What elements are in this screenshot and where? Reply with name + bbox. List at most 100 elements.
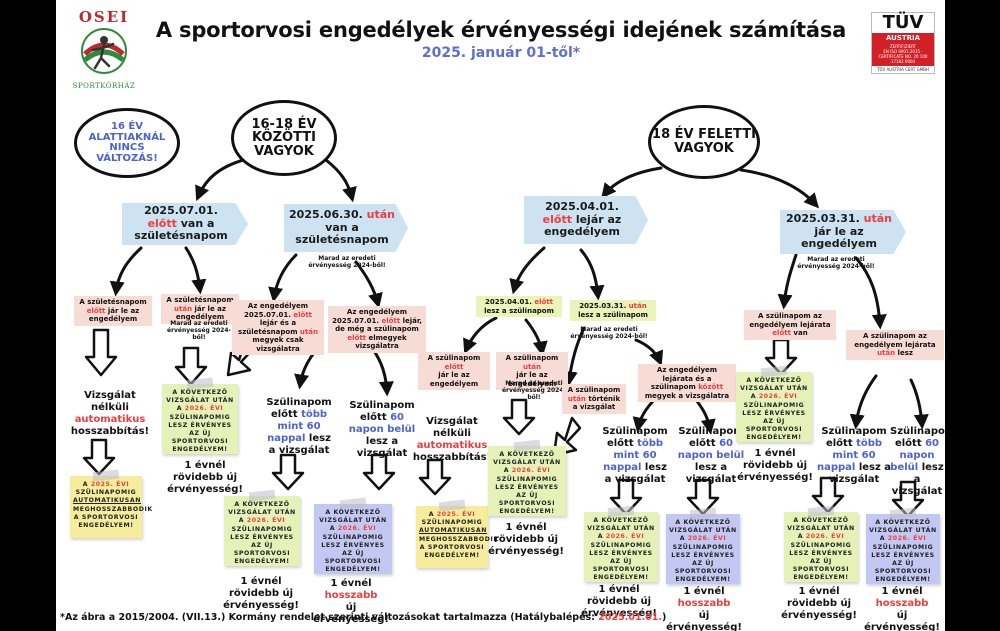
sticky-text: A bbox=[82, 481, 89, 488]
sticky-keyword: AUTOMATIKUSAN bbox=[73, 497, 142, 505]
arrow-b2-t4 bbox=[354, 260, 383, 309]
tape-icon bbox=[339, 497, 367, 510]
outcome-text: Szülinapom előtt bbox=[602, 426, 668, 449]
outcome-keyword: több mint 60 nappal bbox=[267, 409, 328, 444]
tag-text: jár le az engedélyem bbox=[88, 306, 140, 324]
sticky-year: 2025. ÉVI bbox=[90, 481, 130, 488]
arrow-b3-g2 bbox=[579, 248, 605, 301]
outcome-within-60-1: Szülinapom előtt 60 napon belül lesz a v… bbox=[346, 400, 418, 460]
arrow-g2-t7 bbox=[562, 326, 586, 387]
outcome-keyword: több mint 60 nappal bbox=[816, 438, 883, 473]
sticky-next-exam-4: A KÖVETKEZŐ VIZSGÁLAT UTÁN A 2026. ÉVI S… bbox=[488, 439, 566, 516]
outcome-shorter-2: 1 évnél rövidebb új érvényesség! bbox=[223, 576, 299, 611]
outcome-shorter-5: 1 évnél rövidebb új érvényesség! bbox=[737, 448, 813, 483]
sticky-next-exam-6: A KÖVETKEZŐ VIZSGÁLAT UTÁN A 2026. ÉVI S… bbox=[666, 507, 740, 584]
sticky-year: 2026. ÉVI bbox=[605, 533, 645, 541]
tag-keyword: előtt bbox=[772, 329, 791, 337]
outcome-within-60-2: Szülinapom előtt 60 napon belül lesz a v… bbox=[676, 426, 746, 486]
branch-keyword: előtt bbox=[147, 216, 177, 230]
branch-date: 2025.06.30. bbox=[289, 208, 363, 222]
outcome-more-60-2: Szülinapom előtt több mint 60 nappal les… bbox=[598, 426, 672, 486]
sticky-keyword: AUTOMATIKUSAN bbox=[419, 527, 488, 535]
arrow-over-b3 bbox=[601, 166, 663, 199]
footnote-close: ) bbox=[662, 612, 667, 623]
arrow-t10-more bbox=[849, 374, 878, 430]
outcome-text: új érvényesség! bbox=[313, 602, 389, 625]
outcome-keyword: automatikus bbox=[74, 414, 146, 425]
down-arrow-icon bbox=[82, 438, 116, 476]
tag-text: Az engedélyem lejárata és a szülinapom bbox=[650, 366, 718, 391]
sticky-text: MEGHOSSZABBODIK A SPORTORVOSI ENGEDÉLYEM… bbox=[419, 535, 499, 560]
marad-note-b2: Marad az eredeti érvényesség 2024-ből! bbox=[308, 255, 386, 269]
footnote-date: 2025.01.01. bbox=[598, 612, 663, 623]
tape-icon bbox=[607, 505, 635, 518]
branch-keyword: után bbox=[366, 208, 395, 222]
outcome-text: új érvényesség! bbox=[864, 610, 940, 631]
outcome-shorter-4: 1 évnél rövidebb új érvényesség! bbox=[581, 584, 657, 619]
tuv-cert-label: ZERTIFIZIERT bbox=[889, 44, 917, 49]
tape-icon bbox=[689, 507, 717, 520]
tag-text: történik a vizsgálat bbox=[572, 394, 621, 412]
sticky-text: A KÖVETKEZŐ VIZSGÁLAT UTÁN A bbox=[787, 517, 855, 541]
page-subtitle: 2025. január 01-től* bbox=[421, 45, 581, 61]
outcome-text: lesz a vizsgálat bbox=[891, 462, 944, 497]
outcome-text: hosszabbítás! bbox=[70, 426, 150, 437]
sticky-text: A bbox=[428, 511, 435, 518]
flow-arrows bbox=[82, 156, 929, 518]
outcome-keyword: 60 napon belül bbox=[677, 438, 745, 461]
tape-icon bbox=[186, 377, 214, 390]
sticky-next-exam-9: A KÖVETKEZŐ VIZSGÁLAT UTÁN A 2026. ÉVI S… bbox=[866, 507, 940, 584]
sticky-text: SZÜLINAPOMIG LESZ ÉRVÉNYES AZ ÚJ SPORTOR… bbox=[230, 525, 294, 566]
outcome-shorter-6: 1 évnél rövidebb új érvényesség! bbox=[781, 586, 857, 621]
tag-text: lesz a szülinapom bbox=[484, 306, 554, 315]
sticky-next-exam-8: A KÖVETKEZŐ VIZSGÁLAT UTÁN A 2026. ÉVI S… bbox=[784, 505, 858, 582]
osei-logo-word: OSEI bbox=[78, 8, 130, 26]
outcome-text: Vizsgálat nélküli bbox=[426, 416, 478, 439]
down-arrow-icon bbox=[362, 453, 396, 491]
sticky-text: A KÖVETKEZŐ VIZSGÁLAT UTÁN A bbox=[493, 451, 561, 475]
tag-text: elmegyek vizsgálatra bbox=[355, 333, 407, 351]
sticky-text: SZÜLINAPOMIG bbox=[421, 519, 483, 527]
sticky-text: A KÖVETKEZŐ VIZSGÁLAT UTÁN A bbox=[228, 501, 296, 525]
tape-icon bbox=[513, 439, 541, 452]
tag-keyword: után bbox=[174, 304, 193, 313]
sticky-year: 2026. ÉVI bbox=[687, 535, 727, 543]
tag-keyword: előtt bbox=[293, 310, 313, 319]
tag-expire-before-exam-after: Az engedélyem 2025.07.01. előtt lejár és… bbox=[232, 300, 324, 355]
tag-text: lejár és a születésnapom bbox=[238, 319, 298, 336]
branch-after-0331: 2025.03.31. után jár le az engedélyem bbox=[780, 210, 906, 254]
tag-keyword: után bbox=[299, 327, 318, 336]
tag-text: megyek csak vizsgálatra bbox=[252, 336, 304, 353]
down-arrow-icon bbox=[174, 346, 208, 386]
down-arrow-icon bbox=[764, 338, 798, 376]
outcome-text: 1 évnél bbox=[683, 586, 725, 597]
arrow-over-b4 bbox=[739, 168, 819, 209]
outcome-keyword: automatikus bbox=[416, 440, 488, 451]
outcome-keyword: 60 napon belül bbox=[348, 412, 416, 435]
tag-text: Az engedélyem 2025.07.01. bbox=[332, 308, 408, 325]
arrow-b1-t2 bbox=[184, 246, 207, 295]
tag-text: 2025.03.31. bbox=[579, 302, 627, 310]
tag-text: lesz bbox=[897, 349, 913, 357]
tag-text: Az engedélyem 2025.07.01. bbox=[243, 302, 309, 319]
tuv-logo-issuer: TÜV AUSTRIA CERT GMBH bbox=[877, 67, 929, 72]
over18-text: 18 ÉV FELETTI VAGYOK bbox=[652, 127, 756, 156]
under16-cloud: 16 ÉV ALATTIAKNÁL NINCS VÁLTOZÁS! bbox=[74, 108, 180, 178]
tag-keyword: előtt bbox=[86, 306, 106, 315]
tag-exam-between: Az engedélyem lejárata és a szülinapom k… bbox=[638, 364, 736, 402]
under16-text: 16 ÉV ALATTIAKNÁL NINCS VÁLTOZÁS! bbox=[88, 121, 166, 164]
sticky-next-exam-7: A KÖVETKEZŐ VIZSGÁLAT UTÁN A 2026. ÉVI S… bbox=[736, 365, 812, 442]
sticky-year: 2026. ÉVI bbox=[246, 517, 286, 525]
outcome-text: lesz a vizsgálat bbox=[685, 462, 737, 485]
down-arrow-icon bbox=[811, 476, 845, 514]
tag-text: A szülinapom bbox=[427, 354, 481, 362]
sticky-year: 2025. ÉVI bbox=[436, 511, 476, 518]
tag-keyword: előtt bbox=[381, 316, 401, 325]
page-title: A sportorvosi engedélyek érvényességi id… bbox=[155, 18, 847, 42]
sticky-text: SZÜLINAPOMIG LESZ ÉRVÉNYES AZ ÚJ SPORTOR… bbox=[495, 475, 559, 516]
tag-text: A szülinapom bbox=[567, 386, 621, 394]
branch-keyword: után bbox=[863, 212, 892, 226]
